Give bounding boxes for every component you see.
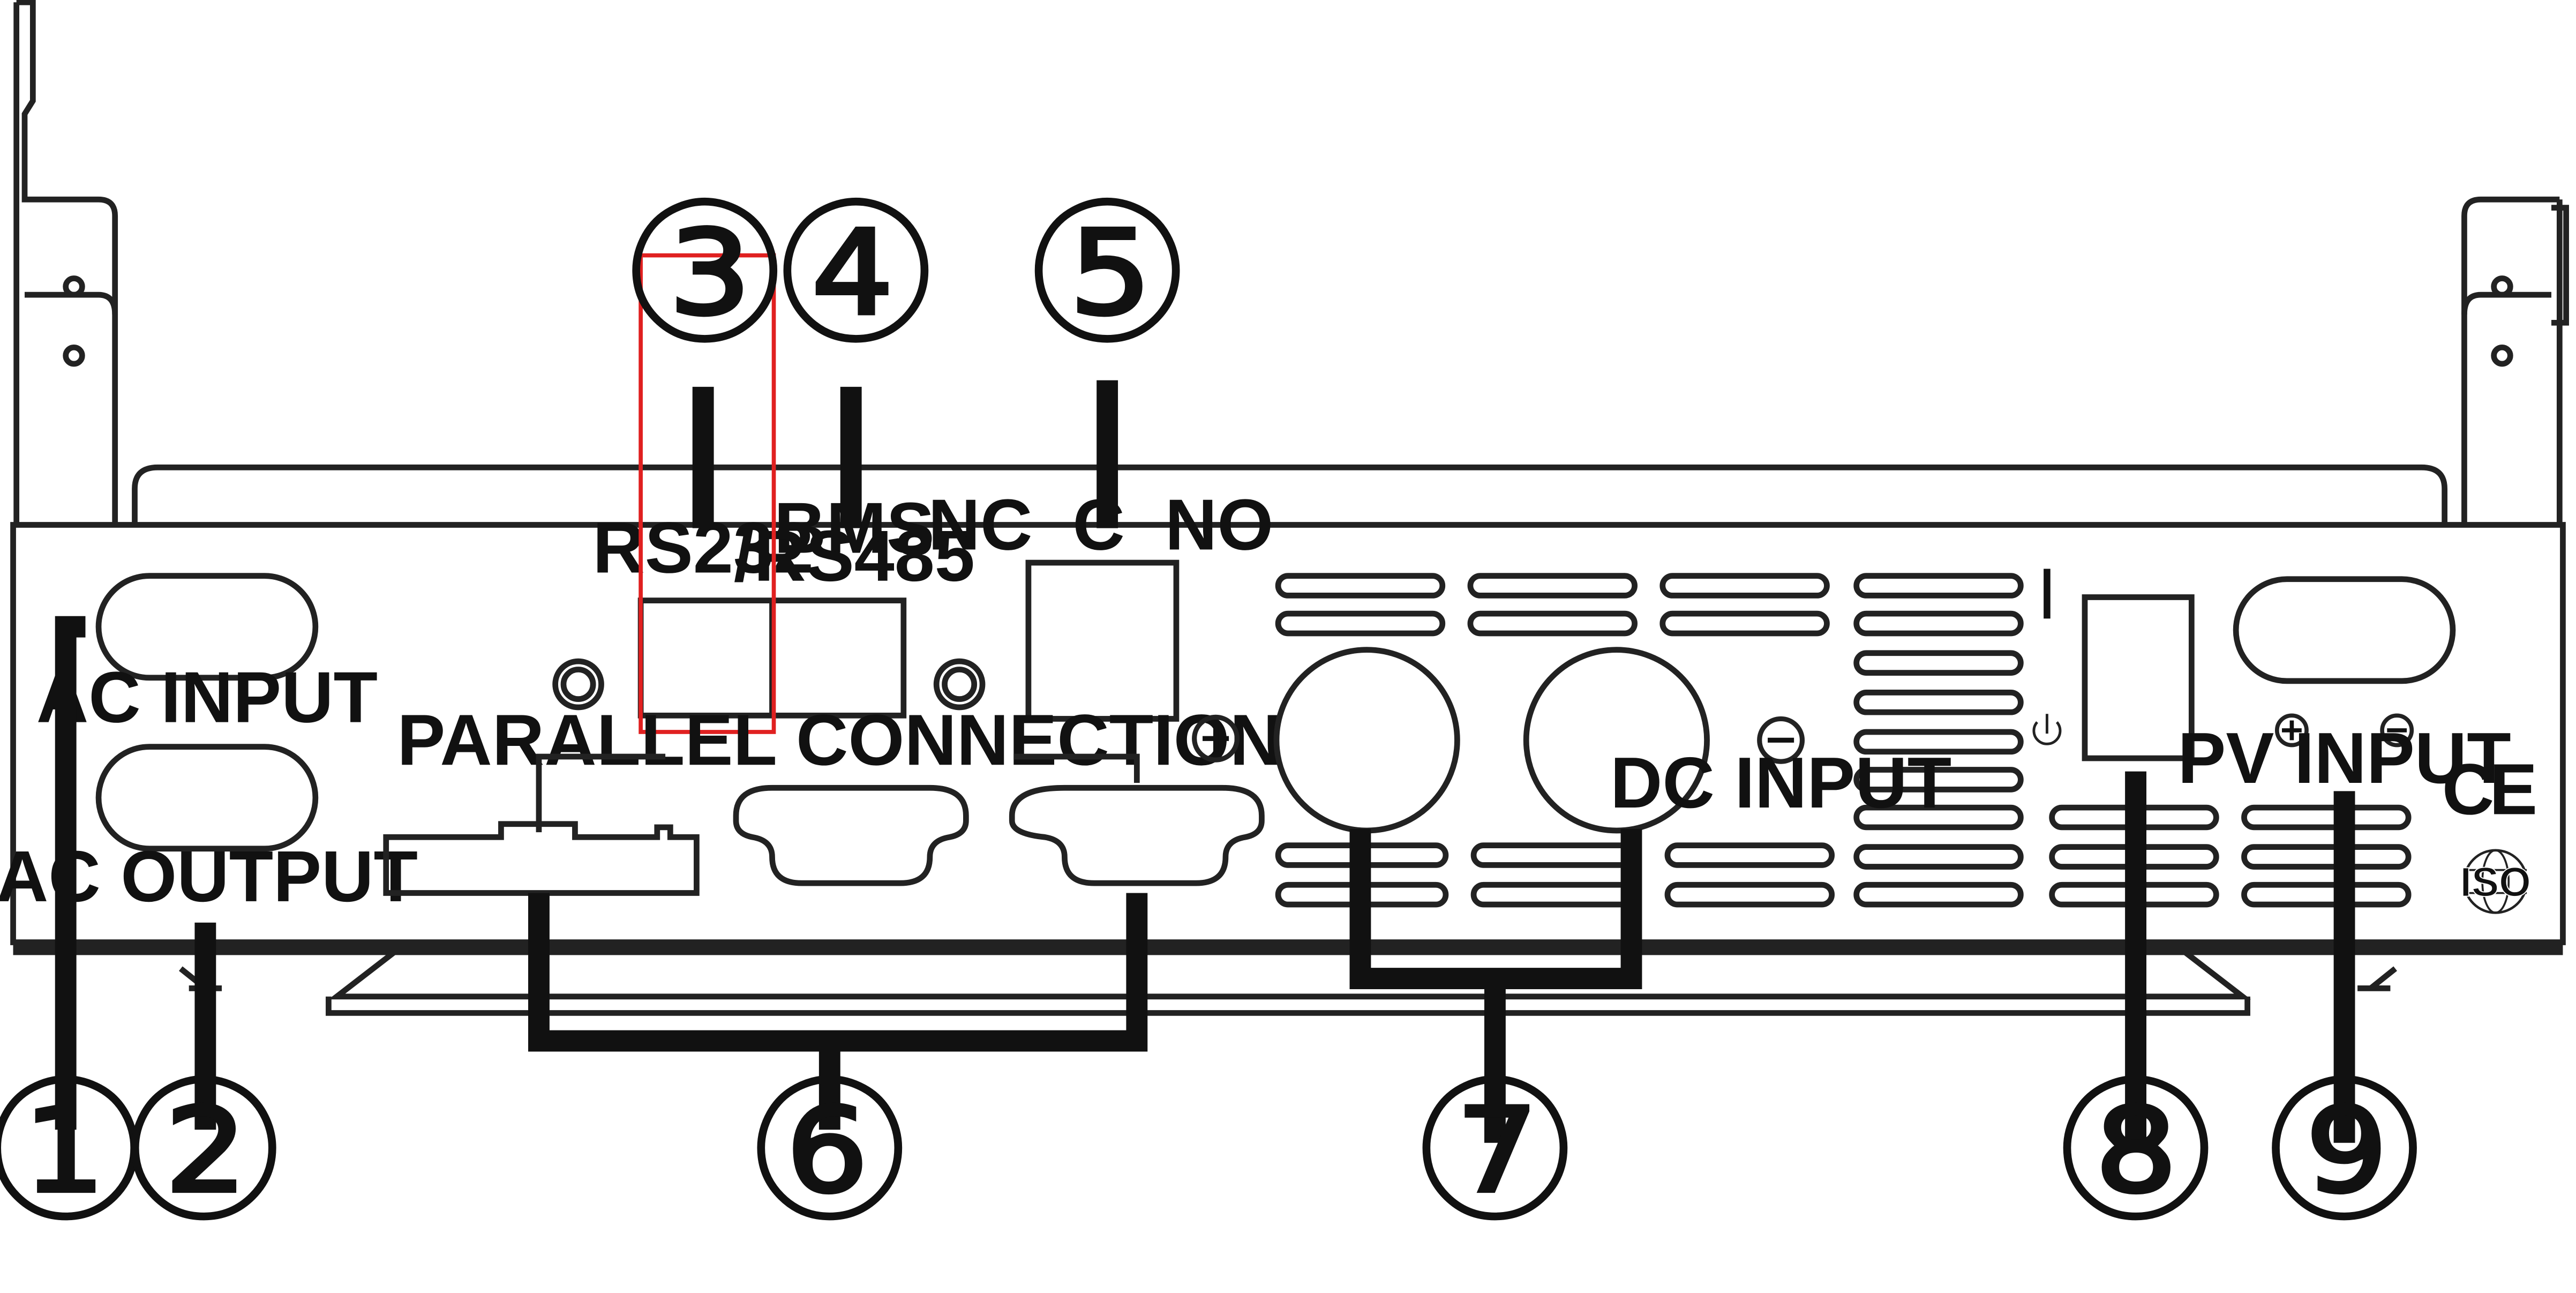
callout-9: ⑨ <box>2257 1039 2431 1265</box>
chassis <box>10 464 2566 1016</box>
screw-left <box>552 658 604 711</box>
switch-on-mark: I <box>2037 553 2057 634</box>
parallel-connection-label: PARALLEL CONNECTION <box>397 699 1282 780</box>
parallel-db9-port-left <box>733 784 969 886</box>
rs232-highlight-box <box>639 253 776 734</box>
pv-plus-icon <box>2274 713 2309 748</box>
right-mounting-bracket <box>2461 196 2569 525</box>
power-switch <box>2082 594 2195 761</box>
ac-output-port <box>95 744 319 852</box>
leader-7 <box>1349 828 1642 1143</box>
pv-input-port <box>2233 576 2456 684</box>
left-mounting-bracket <box>13 0 118 525</box>
dc-input-label: DC INPUT <box>1610 742 1951 823</box>
parallel-db9-port-right <box>1009 784 1265 886</box>
parallel-bracket-left <box>536 753 666 833</box>
pv-input-label: PV INPUT <box>2177 717 2511 798</box>
iso-mark-text: ISO <box>2460 860 2531 906</box>
callout-1: ① <box>0 1039 153 1265</box>
screw-left-inner <box>560 667 596 702</box>
callout-4: ④ <box>769 161 943 387</box>
ac-input-label: AC INPUT <box>36 657 378 738</box>
iso-mark: ISO <box>2460 849 2532 914</box>
dc-input-terminal-positive <box>1273 647 1460 834</box>
callout-3: ③ <box>618 161 792 387</box>
parallel-share-port <box>383 821 700 896</box>
ac-input-port <box>95 573 319 681</box>
ventilation-slots <box>1275 573 2412 908</box>
minus-terminal-symbol <box>1757 716 1805 764</box>
power-standby-icon <box>2032 714 2062 745</box>
callout-7: ⑦ <box>1408 1039 1582 1265</box>
screw-right-inner <box>942 667 978 702</box>
callout-2: ② <box>117 1039 290 1265</box>
leader-6 <box>528 893 1148 1130</box>
parallel-bracket-right <box>1013 753 1140 783</box>
callout-8: ⑧ <box>2049 1039 2222 1265</box>
screw-right <box>933 658 986 711</box>
callout-leader-lines <box>55 380 2355 1143</box>
plus-terminal-symbol <box>1192 714 1240 763</box>
dry-contact-terminal <box>1025 559 1180 722</box>
callout-5: ⑤ <box>1020 161 1194 387</box>
dc-input-terminal-negative <box>1523 647 1710 834</box>
callout-6: ⑥ <box>743 1039 917 1265</box>
leader-1 <box>55 616 86 1130</box>
pv-minus-icon <box>2380 713 2414 748</box>
ce-mark: CE <box>2442 749 2535 829</box>
